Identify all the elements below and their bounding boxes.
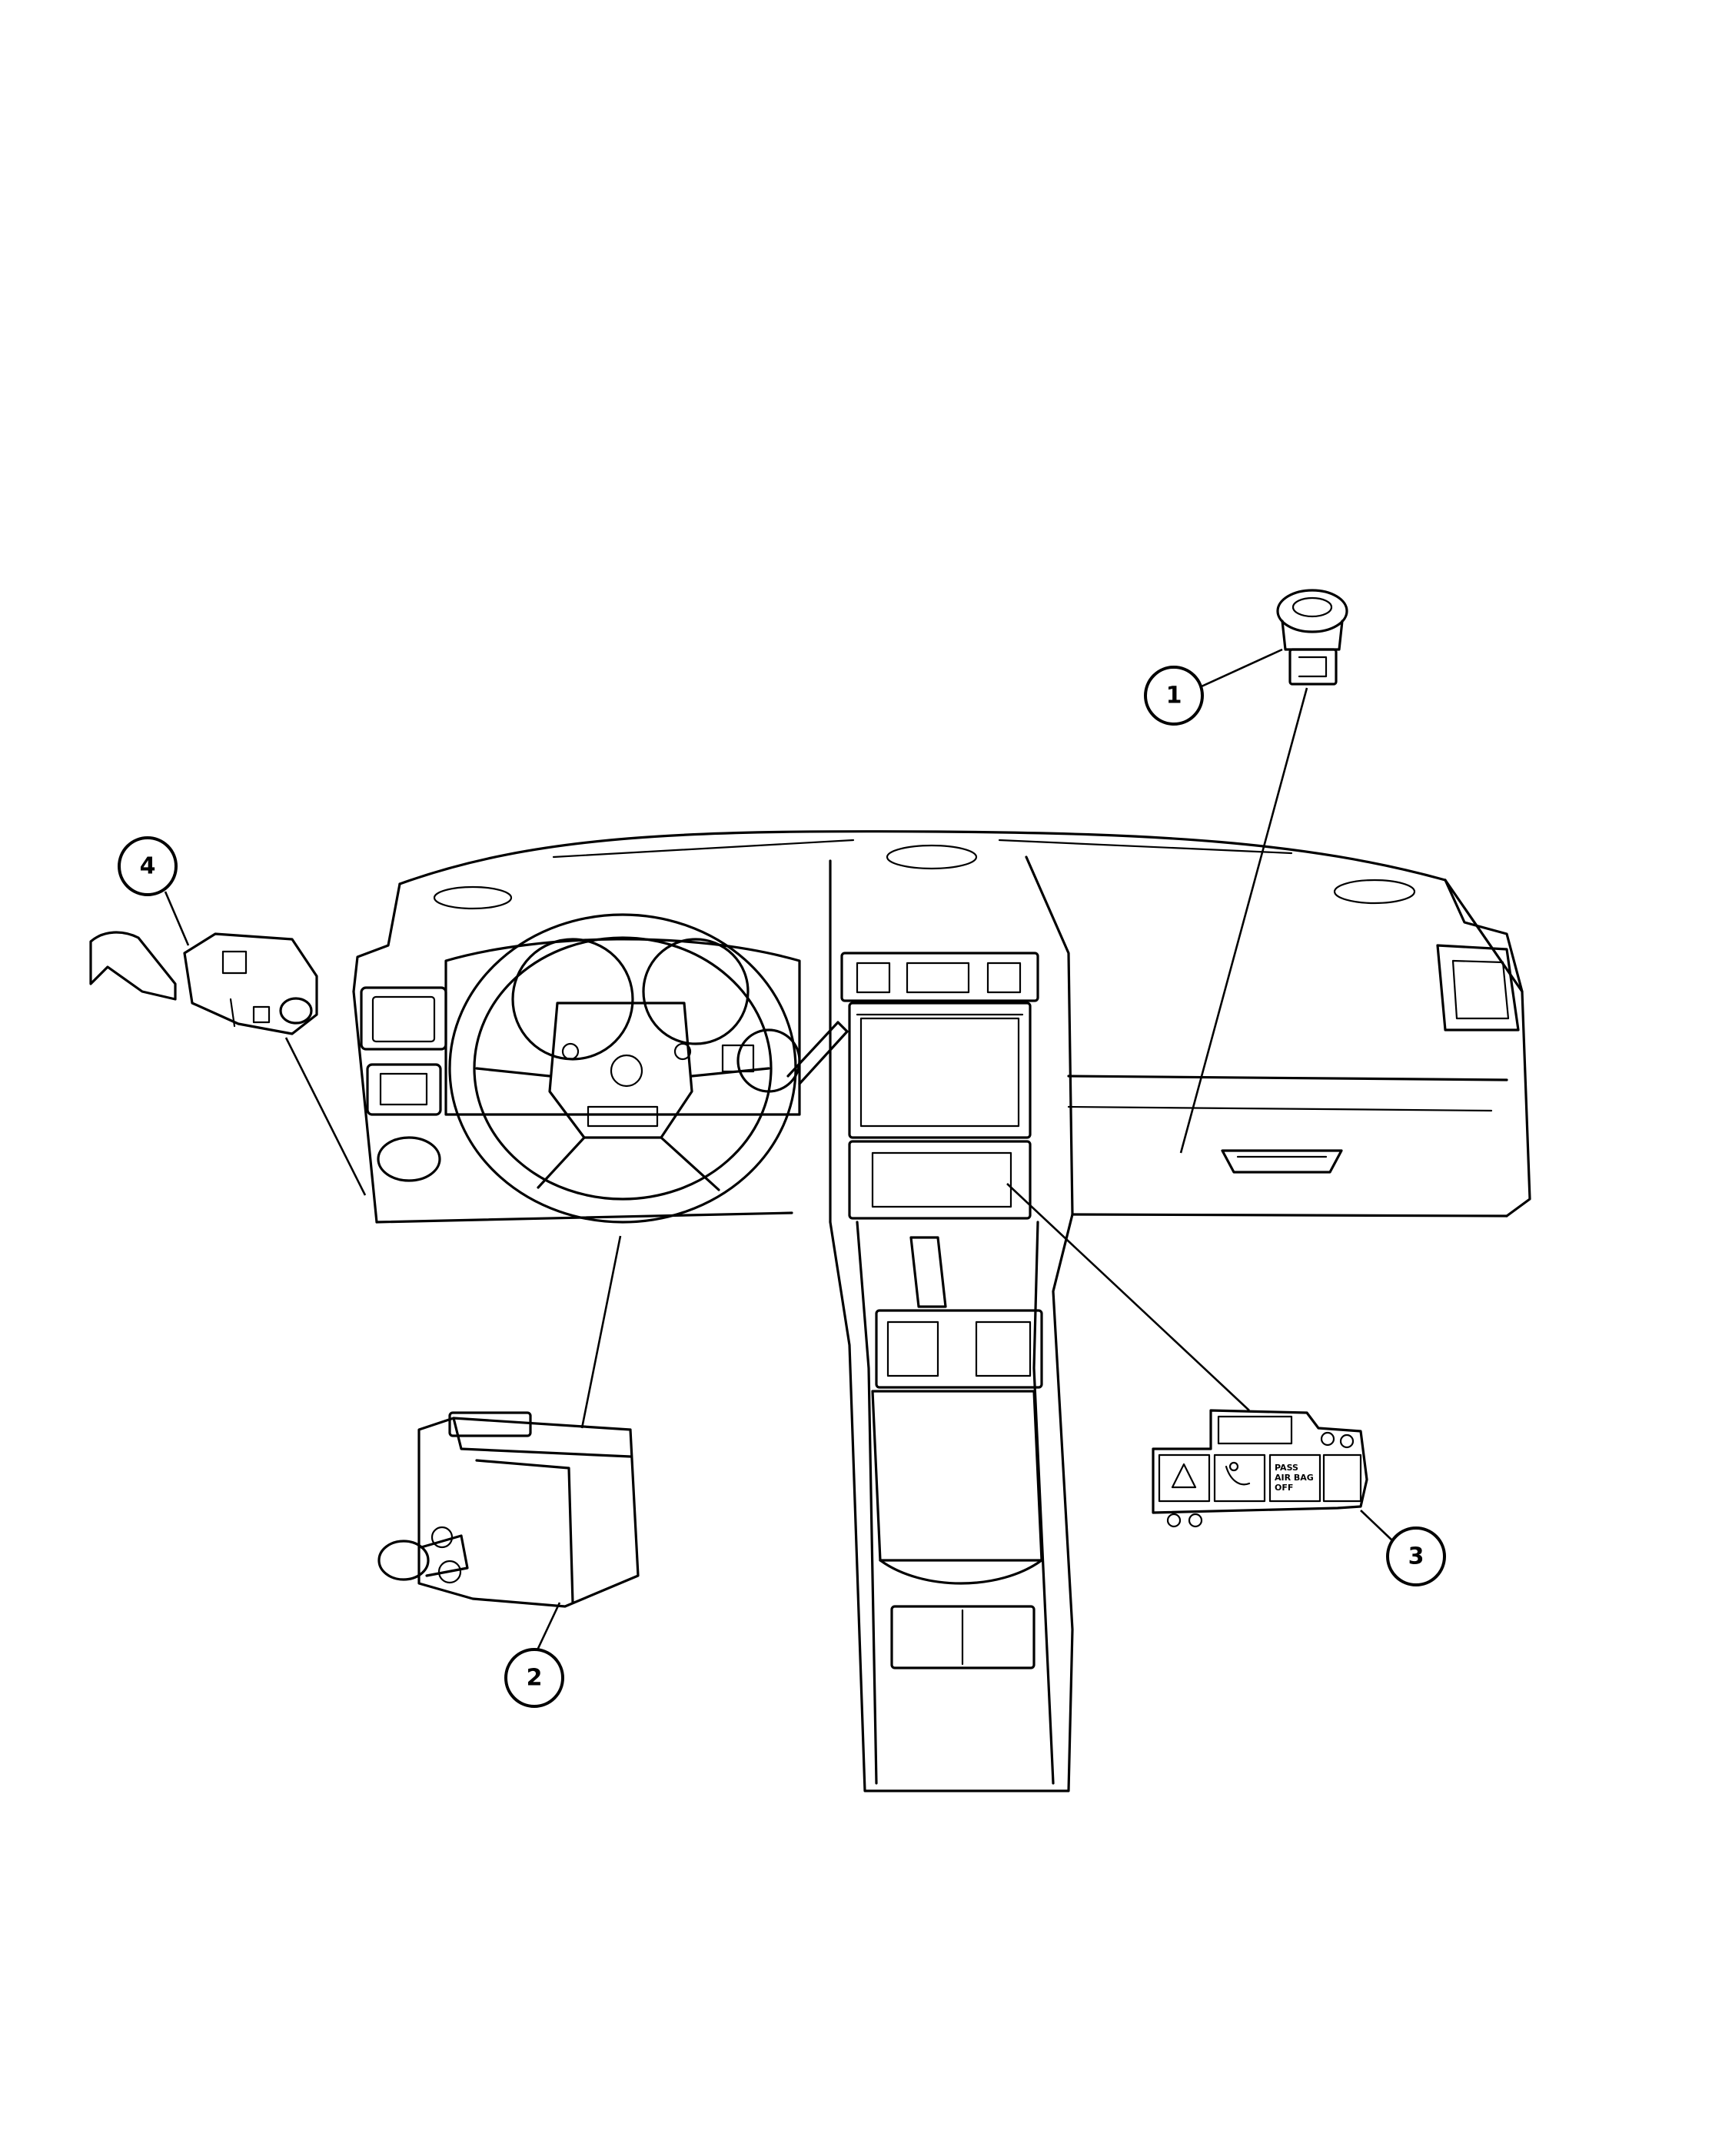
- part-4-switch-illustration: [89, 931, 318, 1035]
- callout-4-label: 4: [140, 853, 156, 880]
- part-2-leaders: [534, 1235, 622, 1656]
- part-3-switch-bank-illustration: PASS AIR BAG OFF: [1152, 1409, 1368, 1528]
- part-2-switch-illustration: [377, 1411, 640, 1608]
- part-1-leaders: [1179, 648, 1308, 1154]
- callout-3-label: 3: [1408, 1543, 1424, 1570]
- callout-2-label: 2: [527, 1665, 543, 1692]
- panel-text-air-bag: AIR BAG: [1275, 1473, 1314, 1483]
- callout-4: 4: [118, 836, 178, 896]
- callout-3: 3: [1386, 1526, 1446, 1586]
- callout-2: 2: [504, 1648, 564, 1708]
- part-1-switch-illustration: [1276, 589, 1348, 686]
- panel-text-off: OFF: [1275, 1483, 1293, 1493]
- panel-text-pass: PASS: [1275, 1463, 1298, 1473]
- callout-1-label: 1: [1166, 683, 1182, 709]
- part-4-leaders: [164, 891, 367, 1196]
- part-3-leaders: [1006, 1183, 1394, 1542]
- instrument-panel-assembly: [352, 830, 1531, 1792]
- callout-1: 1: [1144, 666, 1204, 726]
